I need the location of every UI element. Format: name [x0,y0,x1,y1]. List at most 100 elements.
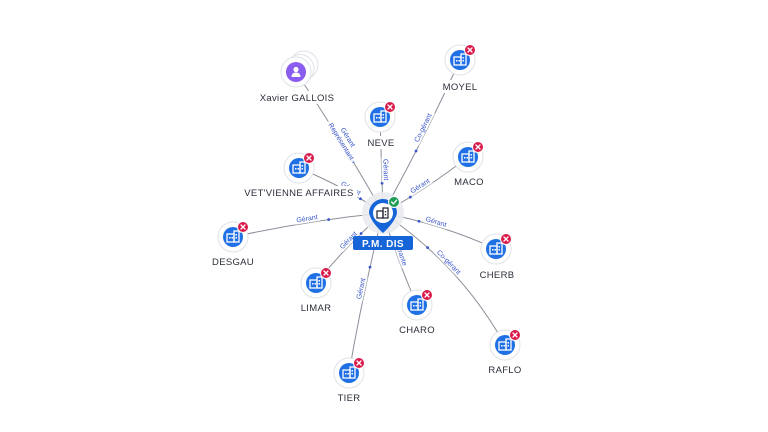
node-xavier[interactable]: Xavier GALLOIS [252,50,342,104]
closed-status-icon [509,329,521,341]
edge-arrow-marker [417,219,421,223]
edge-label-group: Gérant [381,157,391,183]
edge-arrow-marker [426,246,429,250]
building-icon [410,298,424,311]
person-icon [291,66,301,77]
closed-status-icon [500,233,512,245]
node-label-bg [478,268,516,281]
node-desgau[interactable]: DESGAU [211,221,255,269]
center-label-bg [353,236,413,250]
node-label: NEVE [367,138,394,149]
edge-label: Co-gérant [435,249,462,276]
edge-label: Gérant [381,159,389,181]
center-label: P.M. DIS [362,239,404,250]
node-maco[interactable]: MACO [452,141,486,189]
node-label: MOYEL [443,82,478,93]
active-status-icon [388,196,400,208]
nodes-layer: Xavier GALLOIS MOYEL NEVE MACO VET'VIENNE AF… [211,44,524,405]
closed-status-icon [384,101,396,113]
edge-label-bg [433,246,465,279]
node-charo[interactable]: CHARO [398,289,436,337]
node-label: RAFLO [488,365,521,376]
building-icon [309,276,323,289]
node-label-bg [452,175,486,188]
node-label: LIMAR [301,303,332,314]
building-icon [453,53,467,66]
edge-label-bg [354,275,368,302]
node-label-group: RAFLO [486,363,524,376]
node-label-bg [486,363,524,376]
node-label: DESGAU [212,257,254,268]
node-label-bg [297,301,335,314]
node-label: CHERB [480,270,515,281]
edge-label-bg [423,214,450,230]
closed-status-icon [421,289,433,301]
closed-status-icon [472,141,484,153]
edge-label-group: Gérant [407,176,433,197]
closed-status-icon [464,44,476,56]
node-label-group: TIER [332,391,366,404]
edge-label-group: Co-gérant [433,246,465,279]
edge-arrow-marker [368,265,372,269]
edge-label: Gérant [356,277,367,299]
node-label-group: MACO [452,175,486,188]
node-label-group: CHERB [478,268,516,281]
closed-status-icon [303,152,315,164]
edge-arrow-marker [327,218,331,221]
node-vetvienne[interactable]: VET'VIENNE AFFAIRES [240,152,358,200]
edge-label-bg [381,157,391,183]
closed-status-icon [353,357,365,369]
building-icon [292,161,306,174]
node-label-bg [240,186,358,199]
edge-label-group: Gérant [294,212,320,225]
node-label-group: MOYEL [441,80,479,93]
node-label-bg [332,391,366,404]
node-label-group: Xavier GALLOIS [252,91,342,104]
node-label-bg [211,255,255,268]
edge-label: Gérant [425,216,448,229]
node-label: CHARO [399,325,435,336]
node-label: MACO [454,177,484,188]
node-label: TIER [338,393,361,404]
edge-label: Gérant [296,214,318,224]
edge-label: Gérant [410,178,432,196]
closed-status-icon [237,221,249,233]
building-icon [489,242,503,255]
building-icon [342,366,356,379]
center-node[interactable]: P.M. DIS [353,192,413,250]
node-cherb[interactable]: CHERB [478,233,516,282]
node-neve[interactable]: NEVE [364,101,398,150]
edge-label-bg [337,228,361,253]
node-limar[interactable]: LIMAR [297,267,335,315]
edge-label-bg [294,212,320,225]
building-icon [226,230,240,243]
node-label-bg [398,323,436,336]
edge-label: Co-gérant [414,113,434,144]
edge-raflo [382,212,506,346]
edge-arrow-marker [408,195,412,199]
building-icon [376,207,389,219]
node-label-bg [441,80,479,93]
edge-label-group: Co-gérant [411,109,435,146]
node-label-group: CHARO [398,323,436,336]
node-moyel[interactable]: MOYEL [441,44,479,94]
edge-label-bg [411,109,435,146]
closed-status-icon [320,267,332,279]
node-label: VET'VIENNE AFFAIRES [244,188,353,199]
node-label-group: VET'VIENNE AFFAIRES [240,186,358,199]
edge-arrow-marker [380,181,384,185]
node-label-group: NEVE [364,136,398,149]
edge-label-group: Gérant [423,214,450,230]
edge-arrow-marker [414,149,418,153]
node-label: Xavier GALLOIS [260,93,334,104]
node-label-group: DESGAU [211,255,255,268]
node-label-bg [252,91,342,104]
edge-label-bg [325,119,357,164]
building-icon [461,150,475,163]
node-tier[interactable]: TIER [332,357,366,405]
edge-arrow-marker [359,232,363,235]
node-raflo[interactable]: RAFLO [486,329,524,377]
edge-label-bg [407,176,433,197]
